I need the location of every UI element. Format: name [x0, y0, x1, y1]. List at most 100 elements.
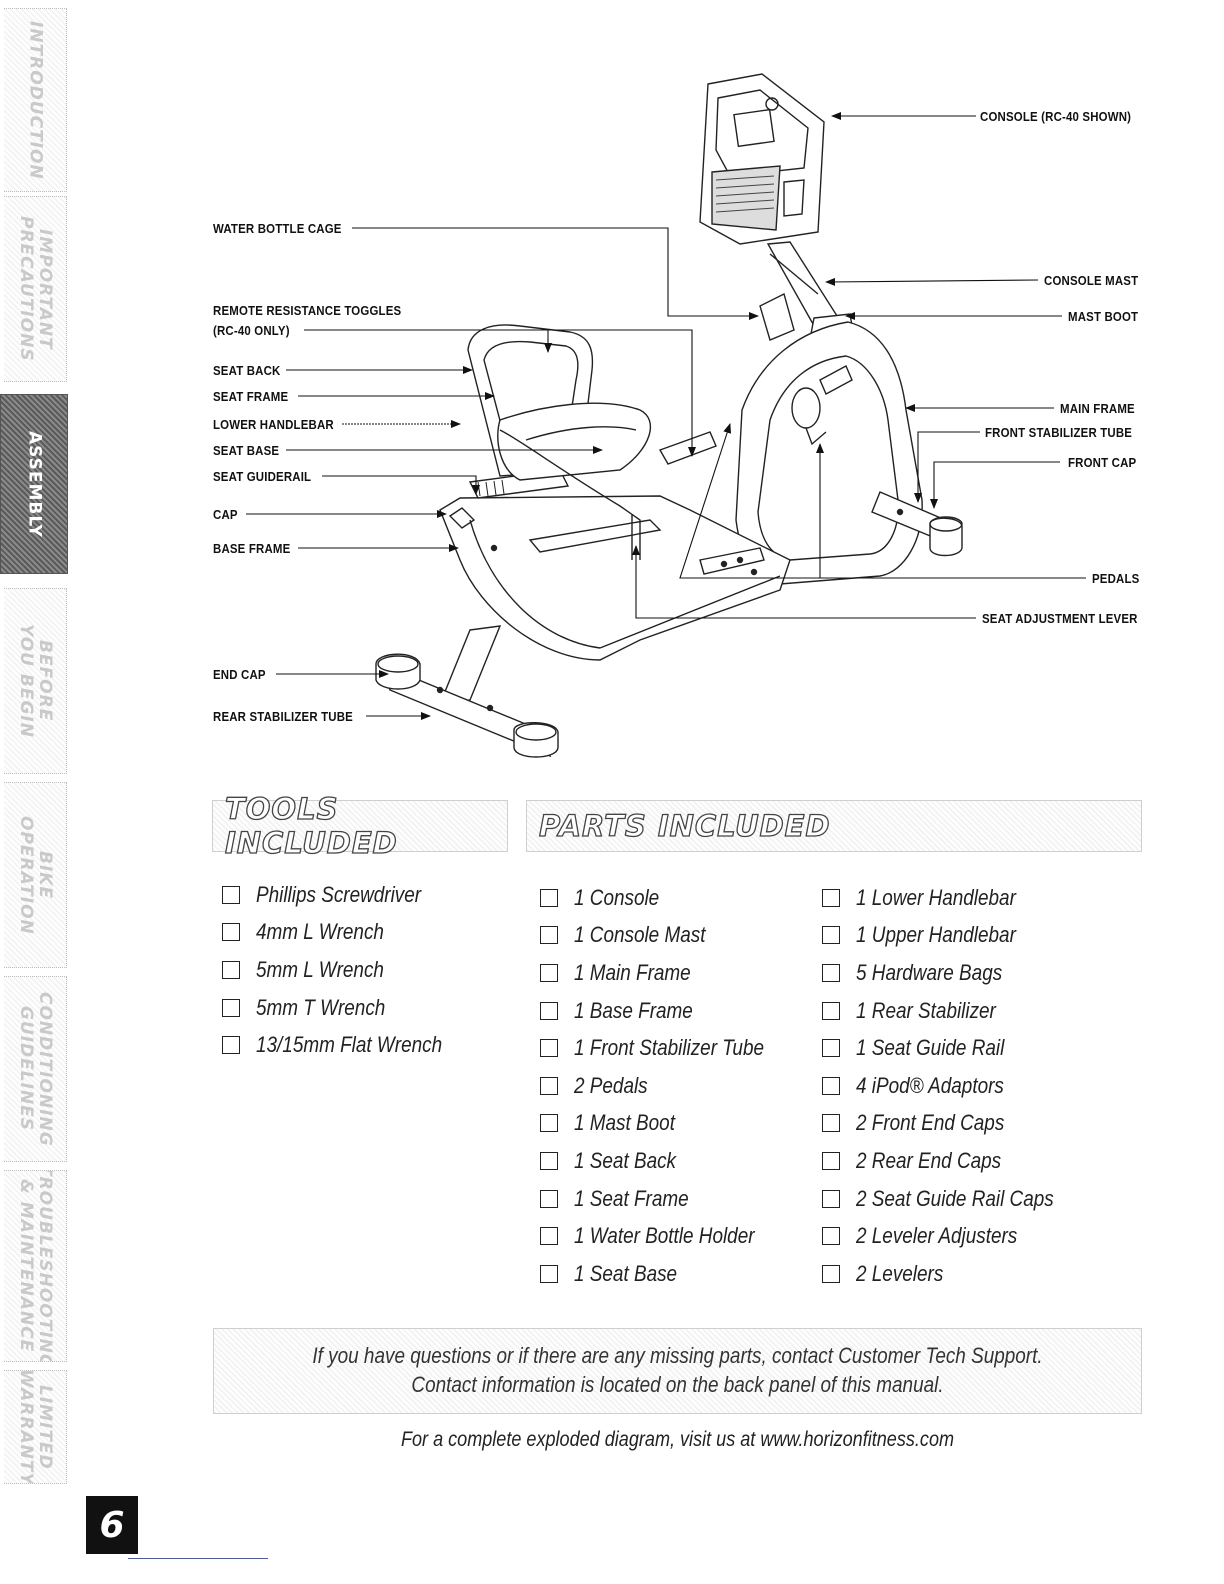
- item-label: 1 Lower Handlebar: [856, 884, 1016, 910]
- missing-parts-notice: If you have questions or if there are an…: [213, 1328, 1142, 1414]
- tools-header: TOOLS INCLUDED: [212, 791, 508, 861]
- tab-label: IMPORTANT PRECAUTIONS: [16, 216, 55, 362]
- main-frame-shape: [735, 321, 923, 585]
- item-label: 1 Seat Guide Rail: [856, 1035, 1005, 1061]
- bike-diagram: CONSOLE (RC-40 SHOWN) CONSOLE MAST MAST …: [0, 0, 1224, 780]
- parts-header: PARTS INCLUDED: [526, 800, 1142, 852]
- checkbox[interactable]: [822, 888, 840, 907]
- checkbox[interactable]: [822, 1076, 840, 1095]
- callout-lower-handlebar: LOWER HANDLEBAR: [213, 417, 334, 432]
- callout-remote-resistance-toggles: REMOTE RESISTANCE TOGGLES: [213, 303, 402, 318]
- item-label: Phillips Screwdriver: [256, 881, 422, 907]
- item-label: 1 Console: [574, 884, 660, 910]
- tab-label: BEFORE YOU BEGIN: [16, 624, 55, 738]
- tab-introduction[interactable]: INTRODUCTION: [4, 8, 67, 192]
- callout-main-frame: MAIN FRAME: [1060, 401, 1135, 416]
- item-label: 2 Levelers: [856, 1260, 944, 1286]
- tab-label: CONDITIONING GUIDELINES: [16, 991, 55, 1147]
- checkbox[interactable]: [540, 1039, 558, 1058]
- list-item: 1 Console: [540, 879, 795, 917]
- tab-label: INTRODUCTION: [25, 20, 46, 180]
- tools-title: TOOLS INCLUDED: [224, 791, 398, 860]
- checkbox[interactable]: [822, 1189, 840, 1208]
- checkbox[interactable]: [222, 960, 240, 979]
- callout-water-bottle-cage: WATER BOTTLE CAGE: [213, 221, 342, 236]
- list-item: 1 Upper Handlebar: [822, 917, 1086, 955]
- checkbox[interactable]: [822, 1039, 840, 1058]
- tab-important-precautions[interactable]: IMPORTANT PRECAUTIONS: [4, 196, 67, 382]
- callout-seat-base: SEAT BASE: [213, 443, 280, 458]
- list-item: 2 Seat Guide Rail Caps: [822, 1180, 1086, 1218]
- checkbox[interactable]: [540, 1151, 558, 1170]
- item-label: 2 Pedals: [574, 1072, 648, 1098]
- list-item: 1 Mast Boot: [540, 1105, 795, 1143]
- checkbox[interactable]: [540, 1001, 558, 1020]
- tab-limited-warranty[interactable]: LIMITED WARRANTY: [4, 1370, 67, 1484]
- callout-seat-guiderail: SEAT GUIDERAIL: [213, 469, 312, 484]
- item-label: 1 Water Bottle Holder: [574, 1223, 755, 1249]
- tab-before-you-begin[interactable]: BEFORE YOU BEGIN: [4, 588, 67, 774]
- checkbox[interactable]: [222, 923, 240, 942]
- parts-checklist-column-1: 1 Console 1 Console Mast 1 Main Frame 1 …: [540, 879, 795, 1293]
- callout-rc40-only: (RC-40 ONLY): [213, 323, 290, 338]
- list-item: 2 Pedals: [540, 1067, 795, 1105]
- callout-console-mast: CONSOLE MAST: [1044, 273, 1139, 288]
- checkbox[interactable]: [822, 1264, 840, 1283]
- item-label: 5mm T Wrench: [256, 994, 386, 1020]
- tab-bike-operation[interactable]: BIKE OPERATION: [4, 782, 67, 968]
- callout-seat-back: SEAT BACK: [213, 363, 281, 378]
- checkbox[interactable]: [540, 888, 558, 907]
- parts-title: PARTS INCLUDED: [538, 808, 831, 843]
- checkbox[interactable]: [822, 963, 840, 982]
- checkbox[interactable]: [540, 1227, 558, 1246]
- checkbox[interactable]: [222, 1036, 240, 1055]
- item-label: 2 Leveler Adjusters: [856, 1223, 1018, 1249]
- tab-label: TROUBLESHOOTING & MAINTENANCE: [16, 1170, 55, 1362]
- item-label: 1 Main Frame: [574, 959, 691, 985]
- callout-seat-adjustment-lever: SEAT ADJUSTMENT LEVER: [982, 611, 1138, 626]
- tab-assembly[interactable]: ASSEMBLY: [0, 394, 68, 574]
- list-item: 2 Rear End Caps: [822, 1142, 1086, 1180]
- list-item: 1 Seat Guide Rail: [822, 1029, 1086, 1067]
- checkbox[interactable]: [822, 926, 840, 945]
- list-item: 2 Levelers: [822, 1255, 1086, 1293]
- checkbox[interactable]: [822, 1001, 840, 1020]
- checkbox[interactable]: [822, 1114, 840, 1133]
- notice-line-1: If you have questions or if there are an…: [312, 1343, 1043, 1368]
- list-item: 1 Front Stabilizer Tube: [540, 1029, 795, 1067]
- item-label: 5mm L Wrench: [256, 956, 384, 982]
- checkbox[interactable]: [540, 1114, 558, 1133]
- tab-conditioning-guidelines[interactable]: CONDITIONING GUIDELINES: [4, 976, 67, 1162]
- checkbox[interactable]: [540, 1189, 558, 1208]
- item-label: 1 Seat Frame: [574, 1185, 689, 1211]
- checkbox[interactable]: [540, 963, 558, 982]
- callout-seat-frame: SEAT FRAME: [213, 389, 289, 404]
- item-label: 1 Upper Handlebar: [856, 922, 1016, 948]
- callout-pedals: PEDALS: [1092, 571, 1140, 586]
- checkbox[interactable]: [222, 885, 240, 904]
- list-item: 4mm L Wrench: [222, 914, 472, 952]
- checkbox[interactable]: [540, 926, 558, 945]
- callout-console: CONSOLE (RC-40 SHOWN): [980, 109, 1132, 124]
- callout-end-cap: END CAP: [213, 667, 266, 682]
- item-label: 2 Seat Guide Rail Caps: [856, 1185, 1054, 1211]
- list-item: 1 Rear Stabilizer: [822, 992, 1086, 1030]
- list-item: 1 Base Frame: [540, 992, 795, 1030]
- tab-troubleshooting-maintenance[interactable]: TROUBLESHOOTING & MAINTENANCE: [4, 1170, 67, 1362]
- checkbox[interactable]: [822, 1227, 840, 1246]
- item-label: 5 Hardware Bags: [856, 959, 1003, 985]
- list-item: 1 Water Bottle Holder: [540, 1217, 795, 1255]
- list-item: 1 Seat Base: [540, 1255, 795, 1293]
- callout-mast-boot: MAST BOOT: [1068, 309, 1139, 324]
- item-label: 4 iPod® Adaptors: [856, 1072, 1004, 1098]
- checkbox[interactable]: [540, 1264, 558, 1283]
- list-item: 13/15mm Flat Wrench: [222, 1026, 472, 1064]
- item-label: 1 Rear Stabilizer: [856, 997, 996, 1023]
- checkbox[interactable]: [822, 1151, 840, 1170]
- checkbox[interactable]: [222, 998, 240, 1017]
- tab-label: LIMITED WARRANTY: [16, 1370, 55, 1484]
- item-label: 1 Seat Base: [574, 1260, 678, 1286]
- item-label: 1 Console Mast: [574, 922, 706, 948]
- checkbox[interactable]: [540, 1076, 558, 1095]
- section-tab-strip: INTRODUCTION IMPORTANT PRECAUTIONS ASSEM…: [0, 0, 70, 1584]
